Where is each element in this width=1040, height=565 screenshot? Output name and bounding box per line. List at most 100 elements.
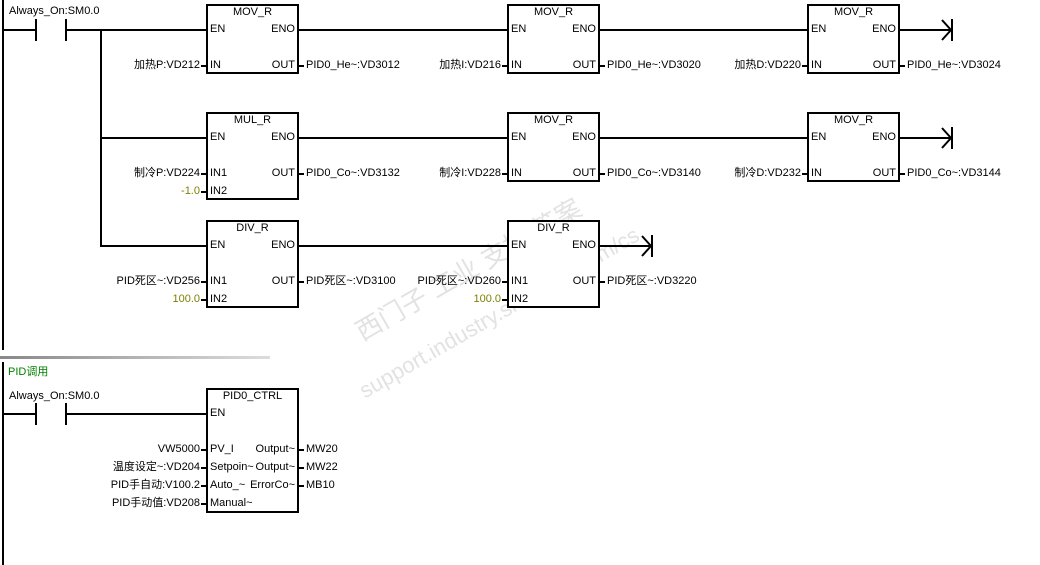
wire [299,29,507,31]
instruction-box-mul_r[interactable] [206,112,299,200]
wire [201,281,206,283]
wire [802,173,807,175]
operand[interactable]: VW5000 [157,443,200,455]
instruction-box-div_r[interactable] [206,220,299,308]
wire [3,413,37,415]
wire [201,467,206,469]
operand[interactable]: PID0_Co~:VD3144 [907,167,1001,179]
instruction-box-mov_r[interactable] [807,4,900,74]
pin-label: OUT [271,275,295,287]
operand[interactable]: PID死区~:VD3220 [607,275,697,287]
operand[interactable]: PID0_He~:VD3012 [306,59,400,71]
left-power-rail [2,0,4,350]
watermark: support.industry.siemens.com/cs [354,222,644,404]
operand[interactable]: MW22 [306,461,338,473]
operand[interactable]: PID0_Co~:VD3140 [607,167,701,179]
instruction-box-mov_r[interactable] [807,112,900,182]
operand[interactable]: 温度设定~:VD204 [112,461,200,473]
operand[interactable]: 制冷D:VD232 [734,167,801,179]
instruction-box-mov_r[interactable] [206,4,299,74]
pin-label: IN [811,59,822,71]
wire [502,173,507,175]
pin-label: ErrorCo~ [250,479,295,491]
contact-no-icon[interactable] [35,19,37,41]
contact-no-icon[interactable] [35,403,37,425]
pin-label: ENO [271,23,295,35]
contact-label: Always_On:SM0.0 [9,390,100,402]
operand[interactable]: 100.0 [473,293,501,305]
wire [900,29,950,31]
wire [600,29,807,31]
pin-label: IN [210,59,221,71]
pin-label: ENO [572,23,596,35]
block-title: DIV_R [537,222,570,234]
wire [502,299,507,301]
wire [299,485,304,487]
operand[interactable]: 制冷I:VD228 [439,167,501,179]
pin-label: IN2 [511,293,529,305]
pin-label: ENO [572,239,596,251]
operand[interactable]: PID死区~:VD260 [417,275,501,287]
pin-label: OUT [572,59,596,71]
wire [600,281,605,283]
pin-label: IN1 [511,275,529,287]
pin-label: OUT [572,275,596,287]
wire [66,413,206,415]
operand[interactable]: -1.0 [181,185,200,197]
wire [600,65,605,67]
pin-label: EN [210,23,226,35]
pin-label: EN [210,239,226,251]
pin-label: EN [210,131,226,143]
block-title: MOV_R [232,6,273,18]
wire [3,29,37,31]
instruction-box-div_r[interactable] [507,220,600,308]
wire [201,191,206,193]
operand[interactable]: 制冷P:VD224 [133,167,200,179]
pin-label: OUT [271,167,295,179]
pin-label: ENO [271,239,295,251]
block-title: MUL_R [233,114,272,126]
pin-label: Auto_~ [210,479,246,491]
operand[interactable]: PID手自动:V100.2 [110,479,200,491]
operand[interactable]: 加热P:VD212 [133,59,200,71]
pin-label: ENO [872,23,896,35]
pin-label: IN [511,167,522,179]
pin-label: EN [811,131,827,143]
pin-label: OUT [872,59,896,71]
operand[interactable]: PID0_Co~:VD3132 [306,167,400,179]
wire [101,29,206,31]
block-title: PID0_CTRL [222,390,283,402]
operand[interactable]: PID死区~:VD256 [116,275,200,287]
operand[interactable]: PID手动值:VD208 [111,497,200,509]
operand[interactable]: 100.0 [172,293,200,305]
operand[interactable]: MB10 [306,479,335,491]
operand[interactable]: 加热D:VD220 [734,59,801,71]
wire [299,137,507,139]
pin-label: EN [511,131,527,143]
operand[interactable]: MW20 [306,443,338,455]
wire [101,137,206,139]
pin-label: Manual~ [210,497,253,509]
left-power-rail-network2 [2,362,4,565]
pin-label: IN [811,167,822,179]
pin-label: Output~ [255,443,295,455]
network-title[interactable]: PID调用 [8,366,49,378]
instruction-box-pid0_ctrl[interactable] [206,388,299,513]
instruction-box-mov_r[interactable] [507,4,600,74]
operand[interactable]: 加热I:VD216 [439,59,501,71]
instruction-box-mov_r[interactable] [507,112,600,182]
operand[interactable]: PID0_He~:VD3024 [907,59,1001,71]
wire [900,65,905,67]
wire [502,65,507,67]
output-arrow-icon [940,19,954,41]
block-title: MOV_R [833,6,874,18]
pin-label: OUT [271,59,295,71]
wire [201,173,206,175]
pin-label: ENO [572,131,596,143]
pin-label: IN2 [210,293,228,305]
operand[interactable]: PID0_He~:VD3020 [607,59,701,71]
block-title: MOV_R [833,114,874,126]
output-arrow-icon [640,235,654,257]
pin-label: IN [511,59,522,71]
operand[interactable]: PID死区~:VD3100 [306,275,396,287]
